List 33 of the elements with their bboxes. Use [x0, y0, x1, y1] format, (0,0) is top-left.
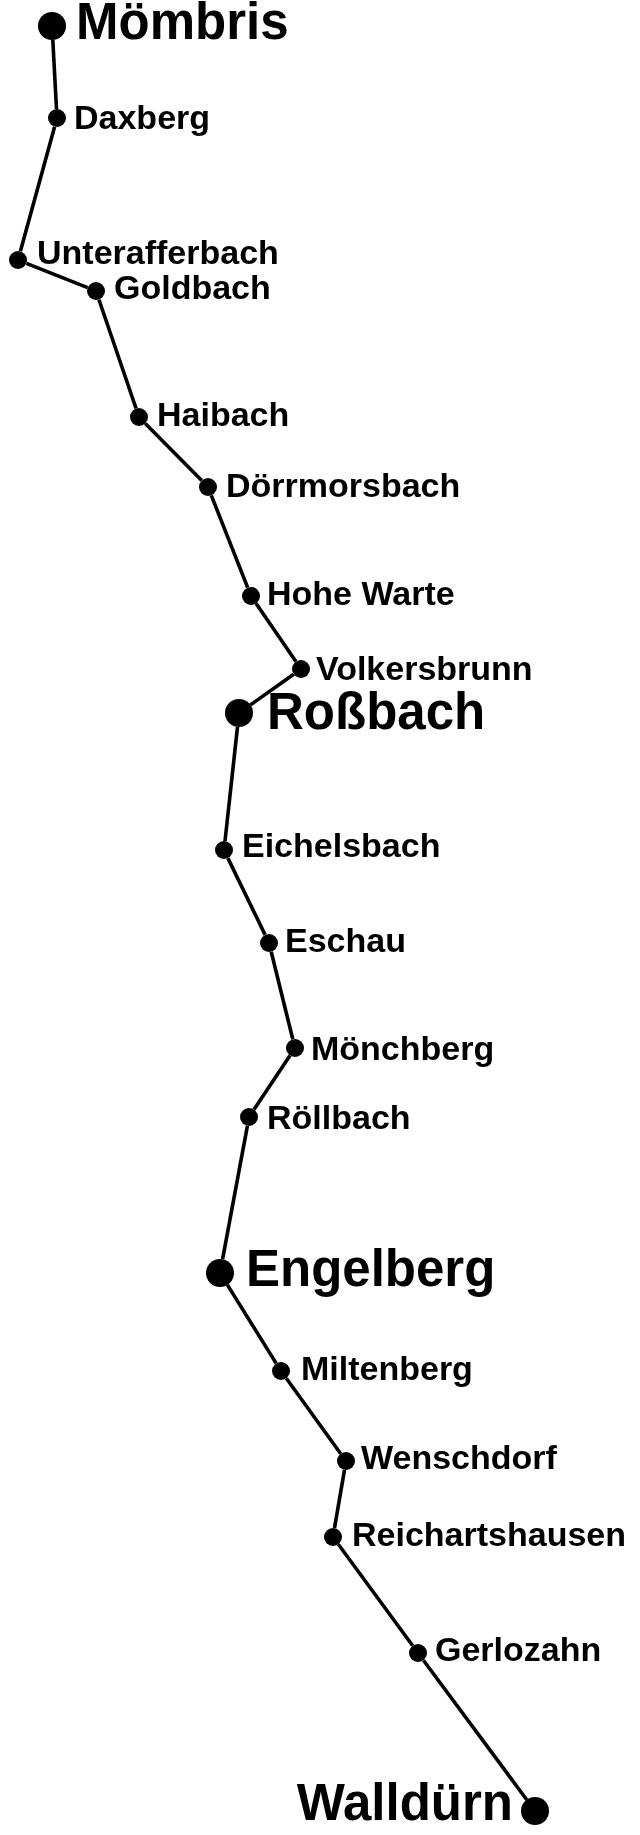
route-line — [252, 1054, 292, 1111]
route-line — [209, 494, 250, 589]
route-line — [51, 39, 59, 110]
route-line — [18, 126, 57, 252]
route-line — [284, 1377, 343, 1455]
station-name: Walldürn — [296, 1773, 513, 1833]
route-line — [254, 602, 298, 663]
route-line — [97, 298, 138, 410]
station-name: Mömbris — [76, 0, 289, 52]
station-name: Gerlozahn — [435, 1630, 602, 1670]
route-line — [25, 261, 89, 290]
station-name: Mönchberg — [311, 1029, 495, 1069]
route-line — [144, 422, 203, 482]
route-line — [421, 1659, 529, 1801]
station-name: Haibach — [157, 395, 290, 435]
station-name: Dörrmorsbach — [226, 466, 461, 506]
route-line — [220, 1125, 250, 1260]
route-line — [225, 1283, 278, 1365]
route-line — [336, 1543, 415, 1647]
station-name: Wenschdorf — [361, 1438, 557, 1478]
station-name: Eichelsbach — [242, 826, 441, 866]
route-line — [226, 857, 267, 936]
route-line — [223, 726, 240, 842]
station-name: Eschau — [285, 921, 406, 961]
station-name: Röllbach — [267, 1098, 411, 1138]
route-line — [269, 951, 295, 1040]
station-name: Engelberg — [246, 1239, 496, 1299]
station-name: Daxberg — [74, 98, 211, 138]
station-name: Reichartshausen — [352, 1515, 626, 1555]
route-line — [249, 672, 295, 707]
station-name: Miltenberg — [301, 1349, 473, 1389]
route-line — [332, 1469, 347, 1529]
station-name: Hohe Warte — [267, 574, 455, 614]
